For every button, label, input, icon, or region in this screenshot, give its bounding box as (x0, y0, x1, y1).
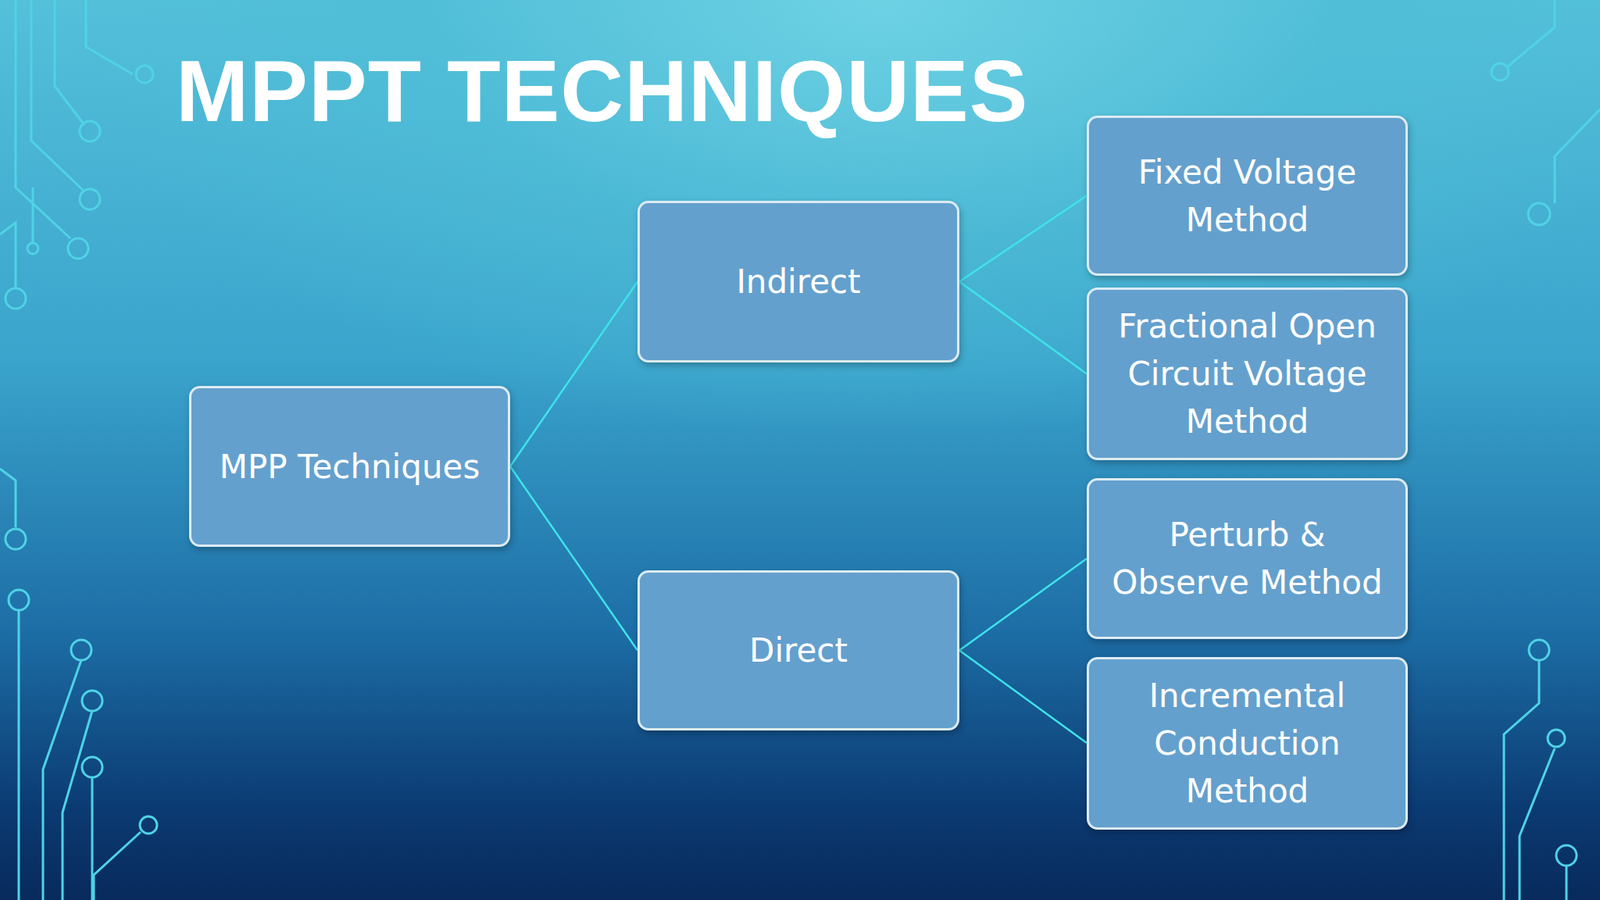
connector-line (510, 466, 638, 651)
box-label: Incremental Conduction Method (1109, 671, 1386, 815)
technique-box: Indirect (637, 200, 960, 363)
connector-line (959, 282, 1087, 375)
technique-box: MPP Techniques (189, 385, 511, 547)
box-label: Fixed Voltage Method (1109, 148, 1386, 244)
connector-line (959, 558, 1087, 651)
box-label: Direct (749, 626, 848, 675)
technique-box: Perturb & Observe Method (1086, 478, 1408, 640)
technique-box: Direct (637, 570, 960, 731)
technique-box: Fractional Open Circuit Voltage Method (1086, 287, 1408, 461)
box-label: Indirect (735, 257, 861, 306)
connector-line (959, 196, 1087, 283)
box-label: MPP Techniques (219, 442, 481, 491)
connector-line (510, 282, 638, 468)
connector-line (959, 650, 1087, 744)
box-label: Perturb & Observe Method (1109, 510, 1386, 607)
technique-box: Incremental Conduction Method (1086, 657, 1408, 830)
slide-title: MPPT TECHNIQUES (175, 40, 1029, 142)
technique-box: Fixed Voltage Method (1086, 115, 1408, 276)
box-label: Fractional Open Circuit Voltage Method (1109, 302, 1386, 446)
